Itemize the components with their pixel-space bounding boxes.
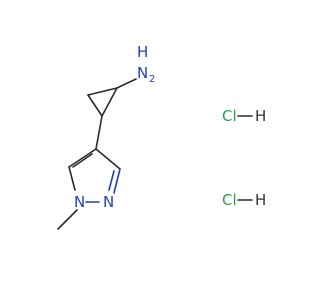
bond-c3-n2 bbox=[113, 168, 121, 194]
bond-cp-2 bbox=[87, 94, 103, 117]
bond-cp-3 bbox=[101, 87, 118, 117]
bond-n-methyl bbox=[57, 209, 78, 230]
bond-cp-1 bbox=[87, 87, 118, 96]
bond-c4-c5-double bbox=[72, 153, 93, 168]
atom-pyrazole-n2: N bbox=[103, 193, 114, 211]
atom-amine-n: N bbox=[137, 64, 148, 82]
pyrazole-ring bbox=[68, 148, 121, 203]
bond-c3-n2-double bbox=[108, 170, 115, 191]
bond-c4-c3 bbox=[95, 148, 121, 170]
atom-amine-h: H bbox=[137, 43, 148, 61]
salt-1-hydrogen: H bbox=[255, 107, 266, 125]
structure-svg: H N 2 N N Cl H Cl H bbox=[57, 43, 266, 230]
salt-1-chlorine: Cl bbox=[222, 107, 237, 125]
salt-2-hydrogen: H bbox=[255, 191, 266, 209]
hcl-salt-1: Cl H bbox=[222, 107, 266, 125]
atom-amine: H N 2 bbox=[137, 43, 155, 85]
atom-pyrazole-n1: N bbox=[74, 193, 85, 211]
atom-amine-subscript: 2 bbox=[149, 74, 155, 85]
bond-c4-c5 bbox=[68, 148, 97, 168]
bond-c5-n1 bbox=[68, 166, 76, 191]
salt-2-chlorine: Cl bbox=[222, 191, 237, 209]
hcl-salt-2: Cl H bbox=[222, 191, 266, 209]
bond-cp-pyrazole bbox=[95, 115, 103, 150]
cyclopropane-ring bbox=[87, 87, 118, 117]
bond-amine bbox=[116, 78, 137, 89]
